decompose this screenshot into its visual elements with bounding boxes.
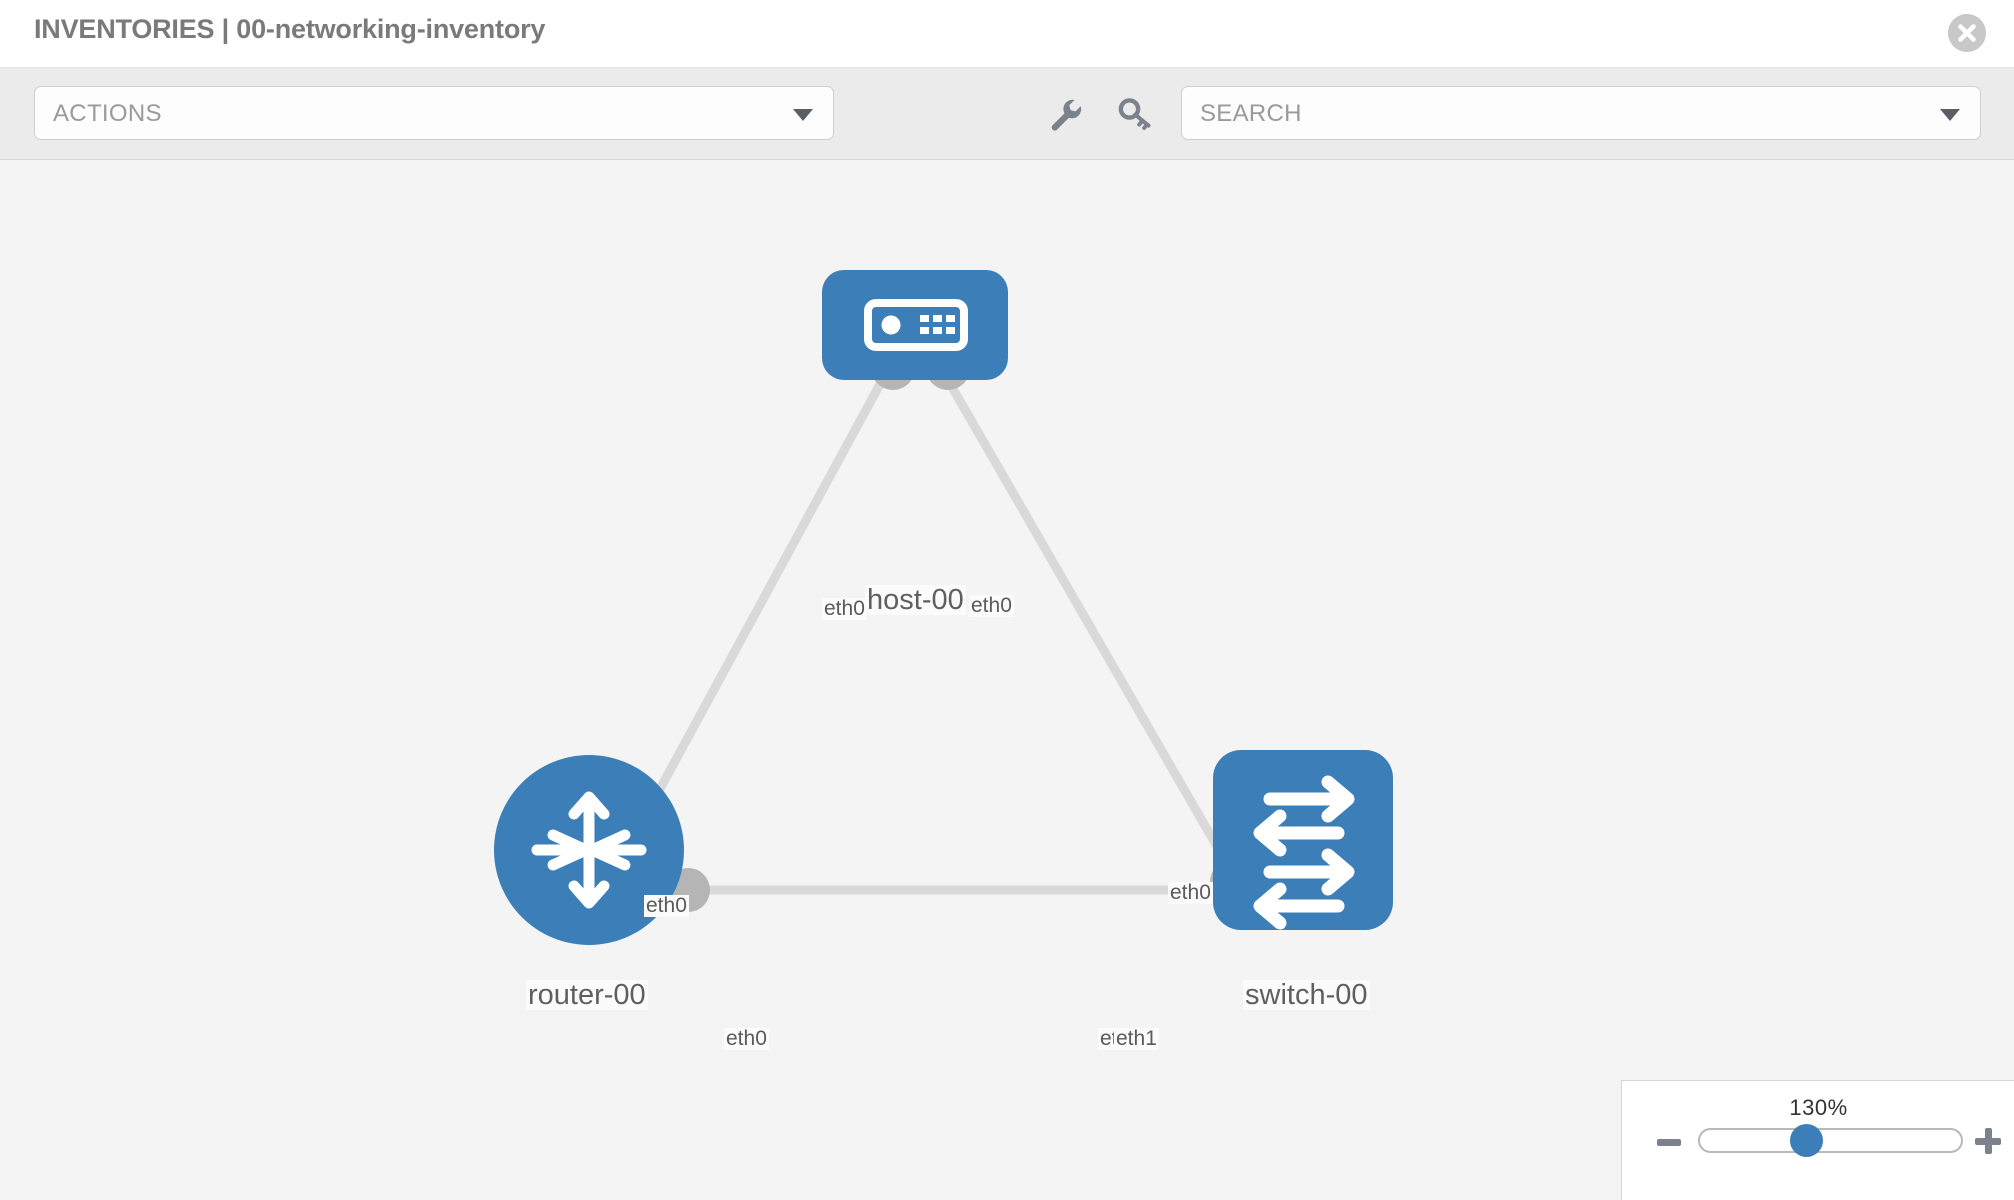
node-label-host-00: host-00 bbox=[865, 584, 966, 616]
topology-connectors bbox=[666, 346, 1262, 912]
wrench-icon[interactable] bbox=[1048, 96, 1084, 132]
zoom-in-button[interactable] bbox=[1975, 1128, 2001, 1154]
node-label-switch-00: switch-00 bbox=[1243, 979, 1370, 1011]
iface-label-switch-eth1: eth1 bbox=[1114, 1027, 1159, 1051]
chevron-down-icon[interactable] bbox=[793, 109, 813, 121]
node-host-00[interactable] bbox=[822, 270, 1008, 380]
link-host-switch[interactable] bbox=[941, 372, 1249, 898]
node-router-00[interactable] bbox=[494, 755, 684, 945]
toolbar: ACTIONS SEARCH bbox=[0, 68, 2014, 160]
switch-arrows-icon bbox=[1253, 775, 1355, 930]
zoom-level-value: 130% bbox=[1789, 1095, 1848, 1120]
zoom-slider-thumb[interactable] bbox=[1790, 1124, 1823, 1157]
router-arrows-icon bbox=[531, 791, 647, 909]
search-dropdown[interactable]: SEARCH bbox=[1181, 86, 1981, 140]
page-header: INVENTORIES | 00-networking-inventory bbox=[0, 0, 2014, 68]
actions-dropdown-label: ACTIONS bbox=[53, 100, 162, 127]
iface-label-switch-uplink: eth0 bbox=[1168, 881, 1213, 905]
topology-links bbox=[601, 372, 1249, 898]
iface-label-host-right: eth0 bbox=[969, 594, 1014, 618]
key-icon[interactable] bbox=[1117, 96, 1153, 132]
zoom-control-panel[interactable]: 130% bbox=[1621, 1080, 2014, 1200]
zoom-out-button[interactable] bbox=[1657, 1139, 1681, 1146]
iface-label-router-uplink: eth0 bbox=[644, 894, 689, 918]
iface-label-host-left: eth0 bbox=[822, 597, 867, 621]
server-icon bbox=[864, 299, 968, 351]
close-icon[interactable] bbox=[1948, 14, 1986, 52]
search-input-placeholder[interactable]: SEARCH bbox=[1200, 100, 1302, 127]
node-label-router-00: router-00 bbox=[526, 979, 648, 1011]
page-title: INVENTORIES | 00-networking-inventory bbox=[34, 14, 546, 44]
chevron-down-icon[interactable] bbox=[1940, 109, 1960, 121]
actions-dropdown[interactable]: ACTIONS bbox=[34, 86, 834, 140]
node-switch-00[interactable] bbox=[1213, 750, 1393, 930]
iface-label-router-eth0: eth0 bbox=[724, 1027, 769, 1051]
zoom-slider-track[interactable] bbox=[1698, 1128, 1963, 1153]
topology-graph[interactable] bbox=[0, 160, 2014, 1200]
topology-canvas[interactable]: eth0 eth0 eth0 eth0 eth0 eth0 eth1 host-… bbox=[0, 160, 2014, 1200]
